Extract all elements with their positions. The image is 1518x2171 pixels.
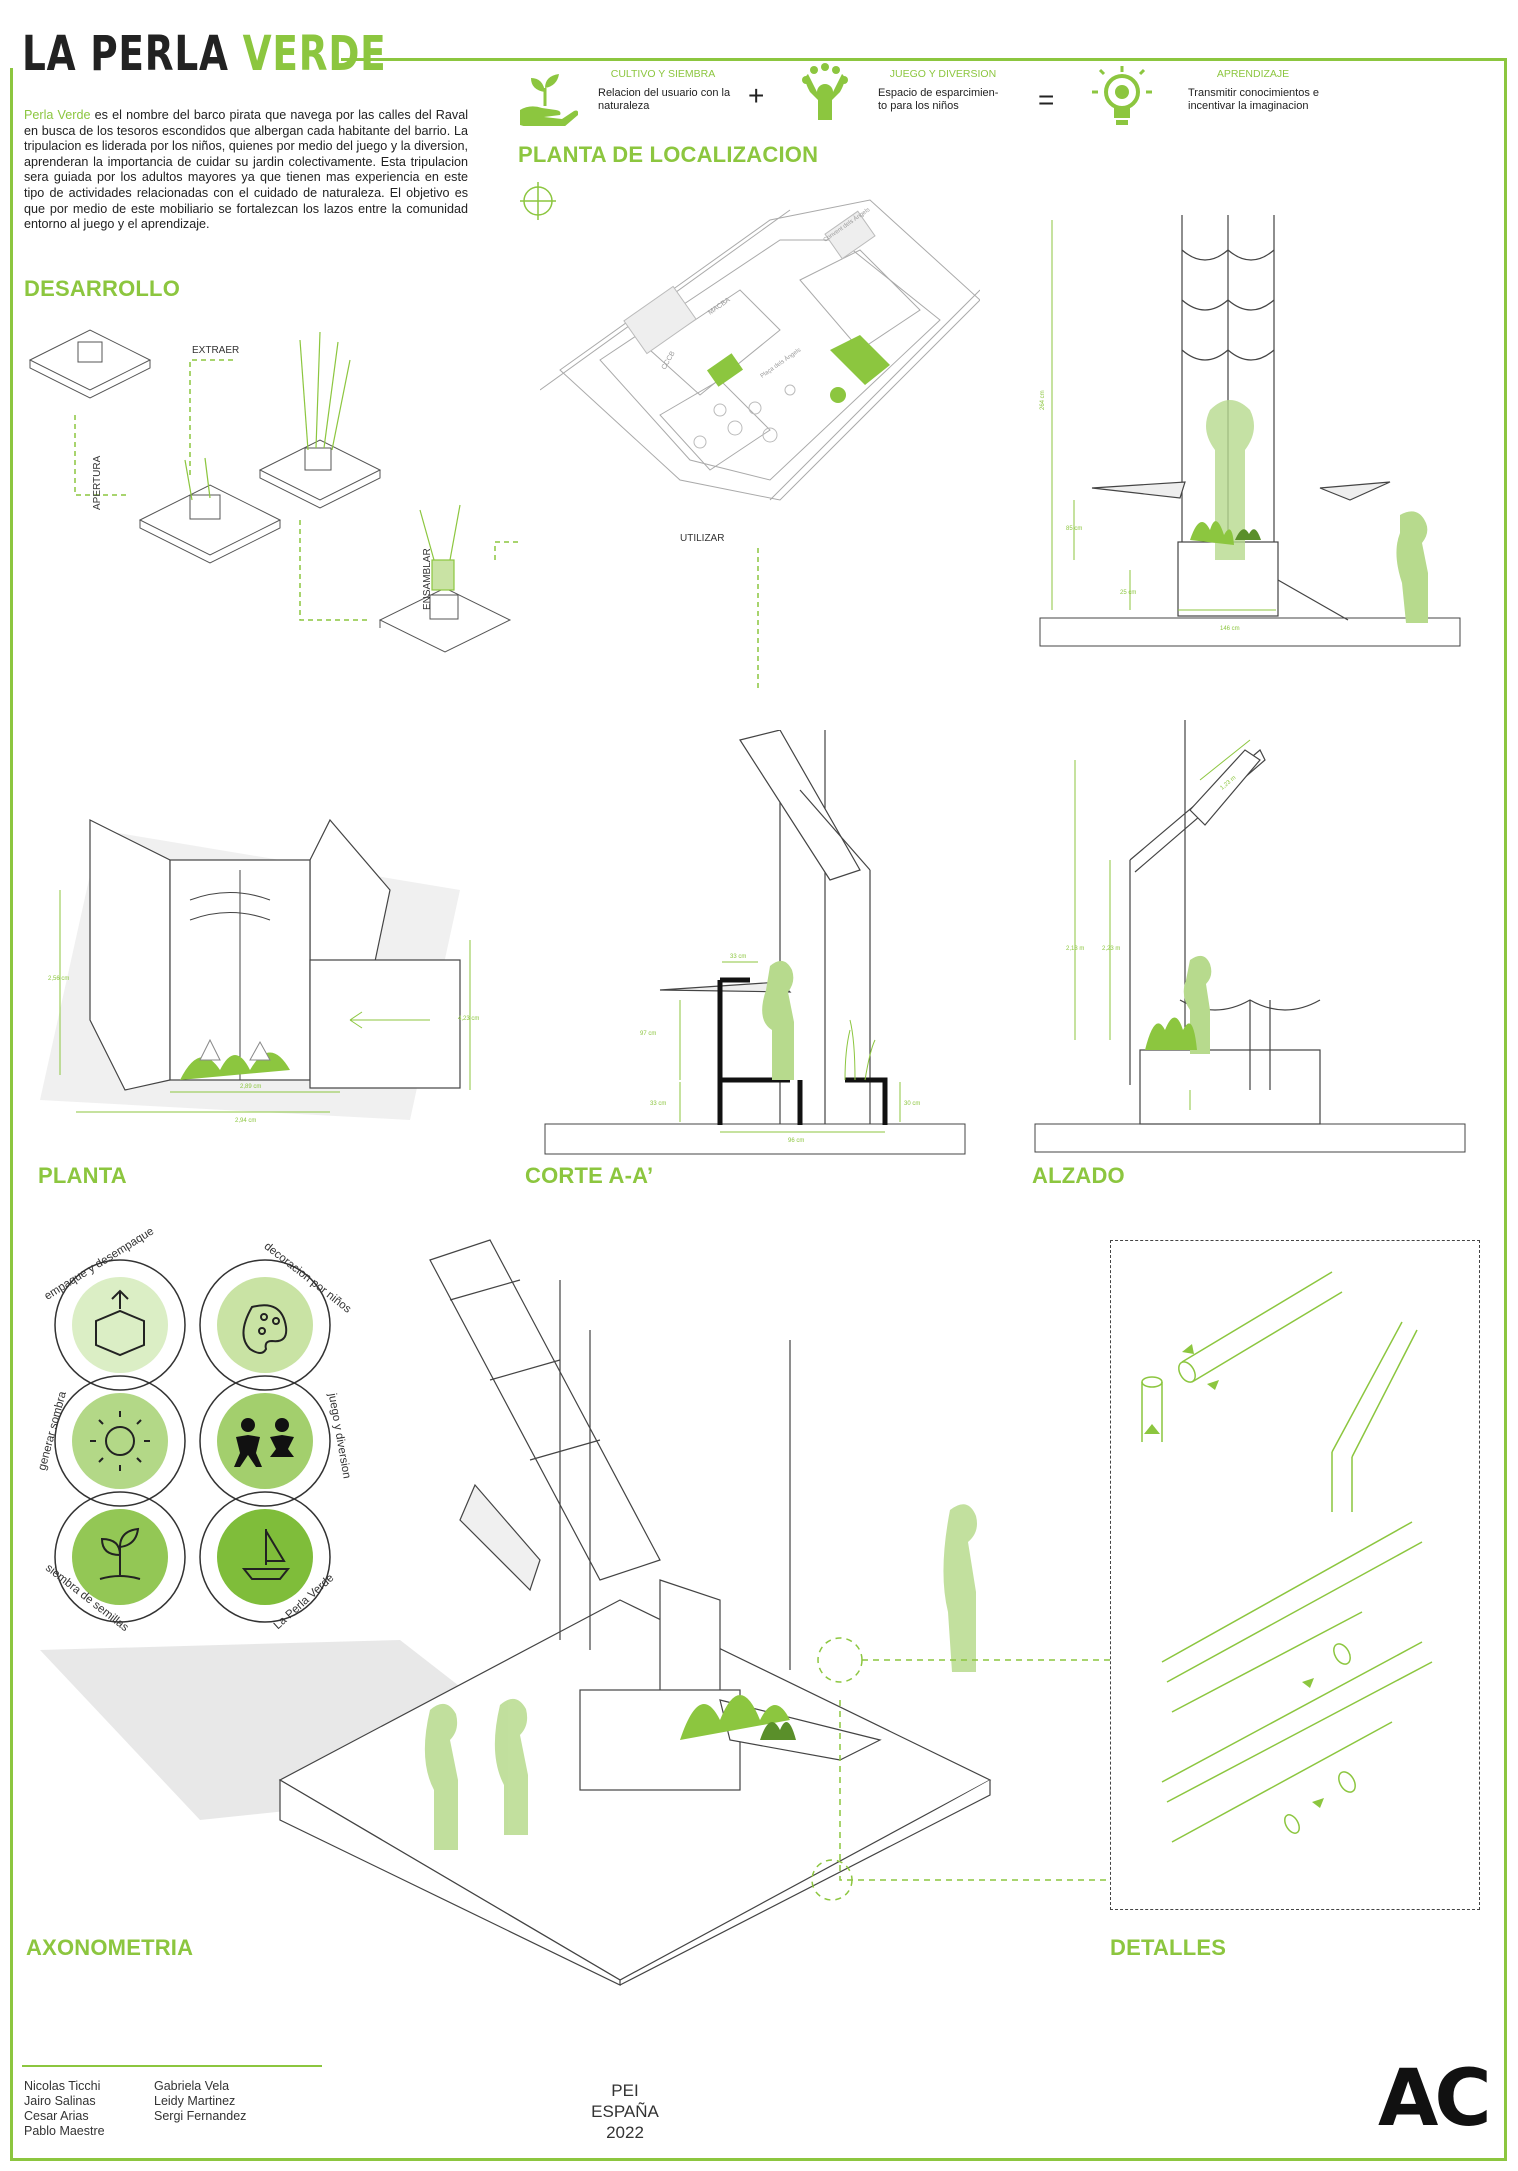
plus-sign: + (748, 80, 765, 111)
legend-aprendizaje: APRENDIZAJE Transmitir conocimientos e i… (1178, 68, 1338, 113)
dim-25: 25 cm (1120, 590, 1136, 596)
site-marker-secondary (830, 335, 890, 385)
child-figure-silhouette (1206, 400, 1254, 560)
frame-title-gap (6, 50, 341, 68)
pei-block: PEI ESPAÑA 2022 (570, 2080, 680, 2143)
dim-plan-256: 2,56 cm (48, 976, 69, 982)
child-play-icon (802, 63, 848, 120)
legend-aprendizaje-text: Transmitir conocimientos e incentivar la… (1188, 87, 1320, 112)
credit-name: Nicolas Ticchi (24, 2079, 101, 2093)
section-title-localizacion: PLANTA DE LOCALIZACION (518, 142, 819, 167)
north-arrow-icon (520, 182, 556, 220)
step-ensamblar: ENSAMBLAR (422, 548, 433, 610)
section-title-desarrollo: DESARROLLO (24, 276, 180, 301)
child-figure-axo-2 (494, 1698, 528, 1835)
legend-juego: JUEGO Y DIVERSION Espacio de esparcimien… (868, 68, 1018, 113)
dim-sec-97: 97 cm (640, 1031, 656, 1037)
child-figure-silhouette-pointing (1396, 511, 1428, 623)
child-figure-axo-3 (943, 1504, 977, 1672)
legend-cultivo-title: CULTIVO Y SIEMBRA (610, 68, 716, 80)
plan-drawing: 2,56 cm 2,89 cm 2,94 cm 4,23 cm (40, 818, 479, 1124)
step-apertura: APERTURA (92, 455, 103, 510)
dim-sec-96: 96 cm (788, 1138, 804, 1144)
dim-plan-294: 2,94 cm (235, 1118, 256, 1124)
map-label-cccb: CCCB (661, 350, 677, 371)
hand-sprout-icon (520, 74, 578, 126)
title-main: LA PERLA (22, 26, 229, 82)
kids-icon (234, 1418, 294, 1467)
map-label-placa: Plaça dels Àngels (759, 347, 802, 380)
child-figure-section (762, 960, 794, 1080)
credits-col1: Nicolas Ticchi Jairo Salinas Cesar Arias… (24, 2079, 105, 2139)
pei-year: 2022 (606, 2123, 644, 2142)
dim-plan-423: 4,23 cm (458, 1016, 479, 1022)
legend-cultivo-text: Relacion del usuario con la naturaleza (598, 87, 731, 112)
dim-sec-33b: 33 cm (650, 1101, 666, 1107)
box-unpack-icon (95, 1289, 145, 1357)
dim-85: 85 cm (1066, 526, 1082, 532)
activities-circles (54, 1259, 331, 1623)
legend-aprendizaje-title: APRENDIZAJE (1216, 68, 1290, 80)
paint-palette-icon (242, 1304, 288, 1354)
credit-name: Cesar Arias (24, 2109, 89, 2123)
dim-sec-30: 30 cm (904, 1101, 920, 1107)
dim-264: 264 cm (1040, 390, 1046, 410)
title-accent: VERDE (242, 26, 387, 82)
equals-sign: = (1038, 84, 1055, 115)
details-box (1110, 1240, 1480, 1910)
section-title-planta: PLANTA (38, 1163, 127, 1188)
poster-frame (10, 58, 1507, 2161)
intro-paragraph: Perla Verde es el nombre del barco pirat… (24, 108, 468, 233)
section-title-alzado: ALZADO (1032, 1163, 1125, 1188)
utilizar-connector (757, 548, 759, 688)
section-title-corte: CORTE A-A’ (525, 1163, 654, 1188)
dim-alz-223: 2,23 m (1102, 946, 1120, 952)
ac-logo: AC (1378, 2054, 1492, 2144)
intro-text: es el nombre del barco pirata que navega… (24, 108, 469, 232)
intro-highlight: Perla Verde (24, 108, 91, 122)
axonometric-drawing (40, 1239, 1110, 1986)
credit-name: Jairo Salinas (24, 2094, 96, 2108)
credit-name: Pablo Maestre (24, 2124, 105, 2138)
legend-cultivo: CULTIVO Y SIEMBRA Relacion del usuario c… (588, 68, 738, 113)
credit-name: Leidy Martinez (154, 2094, 236, 2108)
credits-col2: Gabriela Vela Leidy Martinez Sergi Ferna… (154, 2079, 246, 2124)
step-extraer: EXTRAER (192, 345, 239, 356)
dim-plan-289: 2,89 cm (240, 1084, 261, 1090)
details-drawing (1141, 1271, 1433, 1843)
site-marker (706, 353, 744, 387)
credit-name: Gabriela Vela (154, 2079, 230, 2093)
dim-alz-213: 2,13 m (1066, 946, 1084, 952)
seedling-icon (99, 1527, 141, 1580)
lightbulb-icon (1092, 66, 1152, 125)
pei-label: PEI (611, 2081, 639, 2100)
credit-name: Sergi Fernandez (154, 2109, 247, 2123)
sailboat-icon (241, 1529, 291, 1580)
step-utilizar: UTILIZAR (680, 533, 725, 544)
front-elevation-drawing: 264 cm 85 cm 25 cm 146 cm (1039, 215, 1461, 647)
credits-rule (22, 2065, 322, 2067)
legend-juego-title: JUEGO Y DIVERSION (889, 68, 997, 80)
map-label-macba: MACBA (707, 296, 732, 316)
section-title-axonometria: AXONOMETRIA (26, 1935, 194, 1960)
sun-icon (90, 1411, 150, 1471)
section-drawing: 33 cm 97 cm 33 cm 30 cm 96 cm (544, 730, 966, 1155)
desarrollo-diagram: EXTRAER APERTURA ENSAMBLAR (28, 329, 520, 653)
dim-146: 146 cm (1220, 626, 1240, 632)
poster-title: LA PERLA VERDE (22, 30, 387, 78)
pei-country: ESPAÑA (591, 2102, 659, 2121)
section-title-detalles: DETALLES (1110, 1935, 1227, 1960)
alzado-drawing: 2,13 m 2,23 m 1,23 m (1034, 720, 1466, 1153)
child-figure-axo-1 (424, 1703, 458, 1850)
location-map: MACBA CCCB Plaça dels Àngels Convent del… (540, 199, 980, 501)
legend-juego-text: Espacio de esparcimien- to para los niño… (878, 87, 999, 112)
dim-sec-33a: 33 cm (730, 954, 746, 960)
